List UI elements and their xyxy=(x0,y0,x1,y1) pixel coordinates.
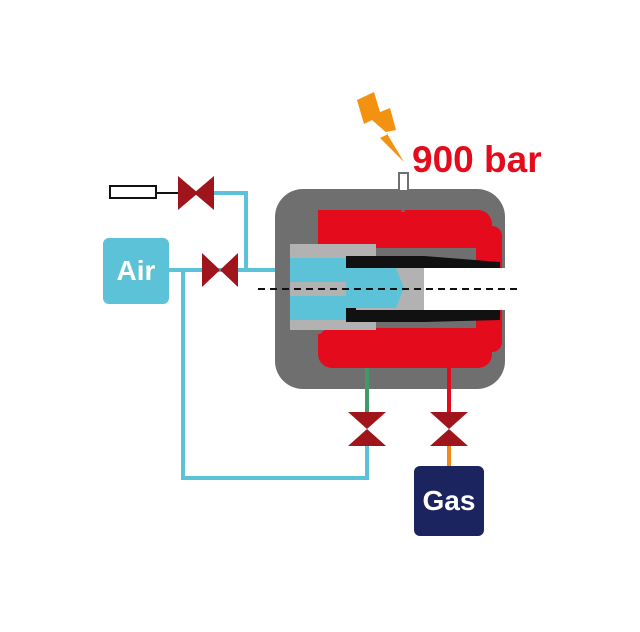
chamber-lower-wall xyxy=(318,328,492,368)
valve-air-main[interactable] xyxy=(202,253,238,287)
sensor-probe xyxy=(109,185,178,199)
air-return-line xyxy=(181,272,369,480)
lightning-bolt-icon xyxy=(357,92,404,162)
air-upper-line xyxy=(213,191,248,272)
air-label: Air xyxy=(116,255,156,286)
chamber-upper-wall xyxy=(318,210,492,248)
pressure-label: 900 bar xyxy=(412,139,542,180)
valve-upper-left[interactable] xyxy=(178,176,214,210)
gas-supply-box: Gas xyxy=(414,466,484,536)
valve-bottom-left[interactable] xyxy=(348,412,386,446)
gas-label: Gas xyxy=(422,485,476,516)
valve-bottom-right[interactable] xyxy=(430,412,468,446)
spark-plug-icon xyxy=(398,172,409,212)
air-supply-box: Air xyxy=(103,238,169,304)
